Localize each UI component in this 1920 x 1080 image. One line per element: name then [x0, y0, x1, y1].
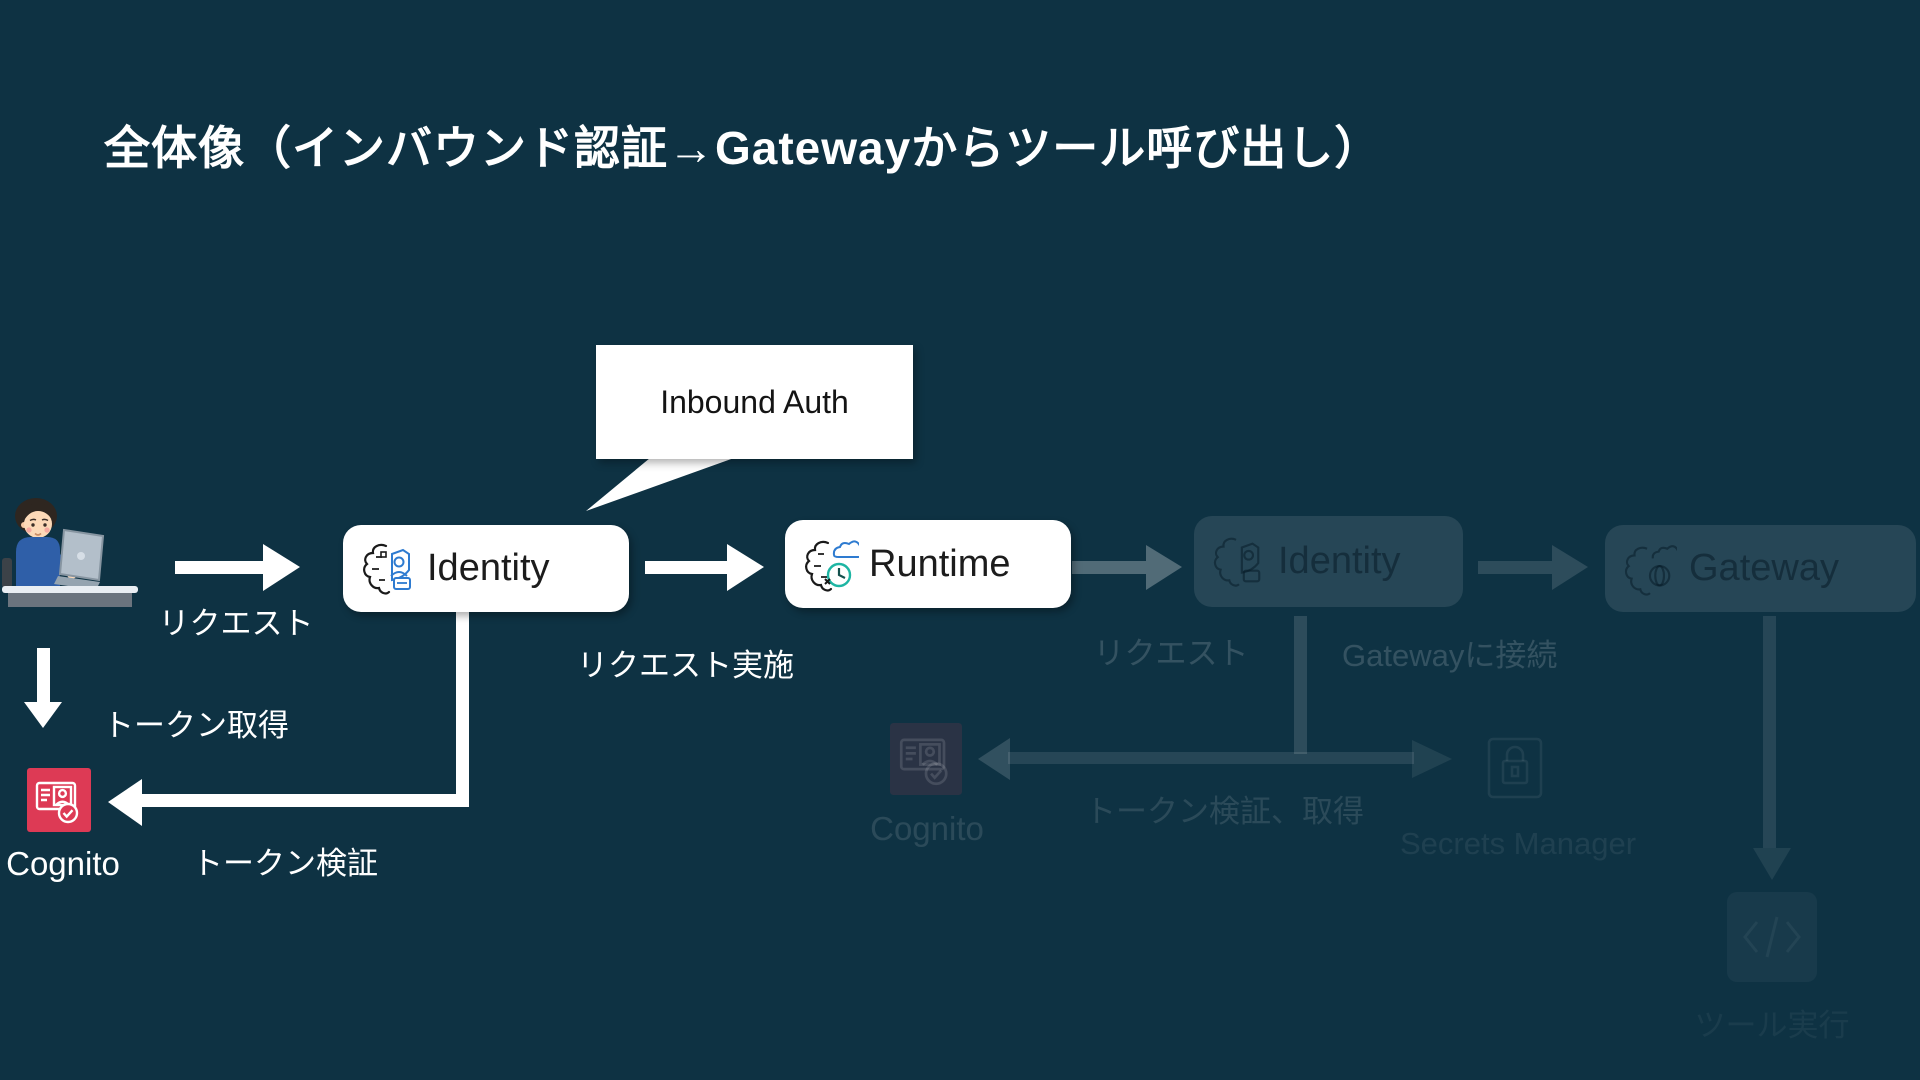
inbound-auth-label: Inbound Auth — [660, 383, 849, 420]
callout-tail — [586, 458, 734, 511]
label-token-verify: トークン検証 — [192, 846, 378, 881]
node-gateway-ghost-label: Gateway — [1689, 547, 1839, 589]
node-identity-ghost-label: Identity — [1278, 540, 1401, 582]
arrow-request-exec — [645, 544, 764, 591]
secrets-manager-lock-icon — [1487, 737, 1543, 799]
cognito-ghost-icon — [890, 723, 962, 795]
node-identity: Identity — [343, 525, 629, 612]
label-token-verify-get-ghost: トークン検証、取得 — [1085, 794, 1364, 829]
label-token-get: トークン取得 — [103, 708, 289, 743]
tool-ghost-icon — [1743, 916, 1801, 958]
cognito-ghost-label: Cognito — [870, 810, 984, 847]
agentcore-gateway-ghost-icon — [1624, 544, 1677, 596]
node-runtime: Runtime — [785, 520, 1071, 608]
cognito-icon — [27, 768, 91, 832]
user-at-laptop-illustration — [2, 498, 138, 607]
tool-box-ghost — [1727, 892, 1817, 982]
node-identity-label: Identity — [427, 547, 550, 589]
agentcore-identity-ghost-icon — [1213, 537, 1261, 587]
label-request-exec: リクエスト実施 — [577, 648, 794, 683]
node-gateway-ghost: Gateway — [1605, 525, 1916, 612]
page-title: 全体像（インバウンド認証→Gatewayからツール呼び出し） — [104, 122, 1382, 174]
cognito-label: Cognito — [6, 845, 120, 882]
agentcore-runtime-icon — [805, 540, 859, 592]
arrow-tool-exec-ghost — [1753, 616, 1791, 880]
label-gateway-connect-ghost: Gatewayに接続 — [1342, 638, 1558, 673]
label-request: リクエスト — [158, 606, 314, 641]
node-identity-ghost: Identity — [1194, 516, 1463, 607]
arrow-request-ghost — [1072, 545, 1182, 590]
arrow-gateway-connect-ghost — [1478, 545, 1588, 590]
arrow-request — [175, 544, 300, 591]
node-runtime-label: Runtime — [869, 542, 1011, 585]
arrow-token-get — [24, 648, 62, 728]
inbound-auth-callout: Inbound Auth — [596, 345, 913, 459]
agentcore-identity-icon — [363, 543, 411, 594]
secrets-manager-ghost-label: Secrets Manager — [1399, 826, 1637, 861]
label-tool-exec-ghost: ツール実行 — [1694, 1008, 1850, 1043]
label-request-ghost: リクエスト — [1093, 636, 1249, 671]
